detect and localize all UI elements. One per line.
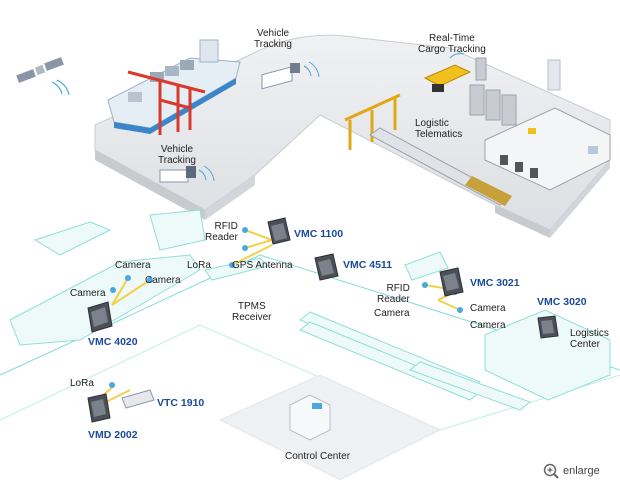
warehouse-building-icon xyxy=(484,107,611,191)
product-vtc1910: VTC 1910 xyxy=(157,397,205,409)
device-vmc4020-icon xyxy=(87,301,113,333)
product-vmc3020: VMC 3020 xyxy=(537,296,587,308)
satellite-icon xyxy=(16,57,70,96)
truck-icon xyxy=(159,165,215,183)
product-vmc4020: VMC 4020 xyxy=(88,336,138,348)
camera-label: Camera xyxy=(470,303,506,314)
camera-label: Camera xyxy=(70,288,106,299)
enlarge-label: enlarge xyxy=(563,465,600,477)
device-vmc4511-icon xyxy=(314,253,339,281)
product-vmc3021: VMC 3021 xyxy=(470,277,520,289)
device-vmc3020-icon xyxy=(537,315,559,339)
device-vtc1910-icon xyxy=(121,389,155,409)
truck-outline xyxy=(204,251,449,281)
camera-label: Camera xyxy=(145,275,181,286)
device-vmc3021-icon xyxy=(439,267,464,297)
device-vmc1100-icon xyxy=(267,217,291,245)
gantry-crane-icon xyxy=(344,93,401,150)
gps-antenna-label: GPS Antenna xyxy=(232,260,293,271)
container-ship-icon xyxy=(107,39,241,134)
product-vmd2002: VMD 2002 xyxy=(88,429,138,441)
control-center-room-icon xyxy=(289,394,331,441)
device-vmd2002-icon xyxy=(87,393,111,423)
logistics-center-outline xyxy=(484,309,611,401)
zoom-in-icon xyxy=(543,463,559,479)
product-vmc4511: VMC 4511 xyxy=(343,259,393,271)
control-center-label: Control Center xyxy=(285,451,351,462)
camera-label: Camera xyxy=(374,308,410,319)
enlarge-button[interactable]: enlarge xyxy=(543,462,600,480)
camera-label: Camera xyxy=(470,320,506,331)
connector-lines xyxy=(99,229,461,406)
antenna-tower-icon xyxy=(547,59,561,91)
lora-label: LoRa xyxy=(70,378,94,389)
forklift-icon xyxy=(423,53,472,92)
truck-icon xyxy=(261,61,320,90)
product-vmc1100: VMC 1100 xyxy=(294,228,344,240)
train-outline xyxy=(299,311,532,411)
cargo-ship-outline xyxy=(9,209,206,346)
cargo-stack-icon xyxy=(469,57,517,126)
camera-label: Camera xyxy=(115,260,151,271)
lora-label: LoRa xyxy=(187,260,211,271)
port-crane-icon xyxy=(127,70,206,135)
train-icon xyxy=(369,127,512,206)
